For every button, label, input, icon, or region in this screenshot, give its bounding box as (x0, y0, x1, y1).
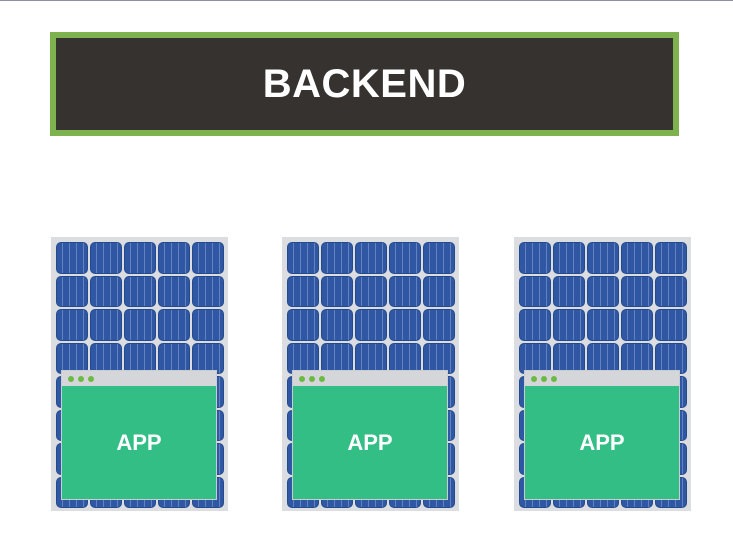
solar-cell (321, 275, 353, 307)
solar-cell (158, 342, 190, 374)
solar-cell (321, 309, 353, 341)
window-dot-icon (551, 375, 557, 382)
app-label: APP (579, 429, 625, 455)
window-dot-icon (309, 375, 315, 382)
window-dot-icon (299, 375, 305, 382)
app-window-3: APP (525, 371, 679, 499)
window-dot-icon (78, 375, 84, 382)
solar-cell (587, 342, 619, 374)
solar-cell (158, 309, 190, 341)
solar-cell (124, 275, 156, 307)
top-divider (0, 0, 733, 1)
app-label: APP (116, 429, 162, 455)
backend-label: BACKEND (262, 61, 467, 106)
solar-panel-3: APP (514, 237, 691, 511)
solar-cell (621, 242, 653, 274)
window-titlebar (293, 371, 447, 386)
solar-cell (355, 342, 387, 374)
app-body: APP (62, 386, 216, 499)
solar-cell (553, 275, 585, 307)
solar-cell (321, 242, 353, 274)
solar-cell (321, 342, 353, 374)
solar-cell (655, 309, 687, 341)
window-dot-icon (68, 375, 74, 382)
backend-box: BACKEND (50, 32, 679, 136)
app-window-2: APP (293, 371, 447, 499)
solar-cell (158, 275, 190, 307)
solar-cell (355, 309, 387, 341)
solar-cell (56, 275, 88, 307)
solar-cell (287, 242, 319, 274)
solar-cell (90, 275, 122, 307)
solar-cell (355, 275, 387, 307)
solar-panel-1: APP (51, 237, 228, 511)
solar-cell (124, 242, 156, 274)
window-dot-icon (88, 375, 94, 382)
solar-cell (519, 275, 551, 307)
solar-cell (621, 342, 653, 374)
solar-cell (519, 309, 551, 341)
solar-cell (519, 342, 551, 374)
solar-cell (389, 342, 421, 374)
window-titlebar (62, 371, 216, 386)
solar-cell (90, 242, 122, 274)
solar-cell (423, 242, 455, 274)
solar-cell (389, 275, 421, 307)
solar-panel-2: APP (282, 237, 459, 511)
solar-cell (287, 309, 319, 341)
window-dot-icon (319, 375, 325, 382)
app-window-1: APP (62, 371, 216, 499)
app-label: APP (347, 429, 393, 455)
window-dot-icon (541, 375, 547, 382)
solar-cell (423, 275, 455, 307)
solar-cell (655, 242, 687, 274)
solar-cell (56, 309, 88, 341)
solar-cell (553, 309, 585, 341)
solar-cell (192, 309, 224, 341)
app-body: APP (293, 386, 447, 499)
solar-cell (287, 342, 319, 374)
solar-cell (192, 342, 224, 374)
solar-cell (158, 242, 190, 274)
window-titlebar (525, 371, 679, 386)
solar-cell (587, 309, 619, 341)
solar-cell (553, 242, 585, 274)
solar-cell (621, 309, 653, 341)
solar-cell (423, 342, 455, 374)
window-dot-icon (531, 375, 537, 382)
solar-cell (519, 242, 551, 274)
solar-cell (389, 242, 421, 274)
solar-cell (655, 275, 687, 307)
solar-cell (124, 309, 156, 341)
solar-cell (587, 275, 619, 307)
solar-cell (192, 275, 224, 307)
solar-cell (192, 242, 224, 274)
solar-cell (124, 342, 156, 374)
solar-cell (423, 309, 455, 341)
solar-cell (621, 275, 653, 307)
solar-cell (553, 342, 585, 374)
app-body: APP (525, 386, 679, 499)
solar-cell (56, 342, 88, 374)
solar-cell (90, 309, 122, 341)
solar-cell (389, 309, 421, 341)
solar-cell (287, 275, 319, 307)
solar-cell (355, 242, 387, 274)
solar-cell (90, 342, 122, 374)
solar-cell (587, 242, 619, 274)
solar-cell (655, 342, 687, 374)
solar-cell (56, 242, 88, 274)
